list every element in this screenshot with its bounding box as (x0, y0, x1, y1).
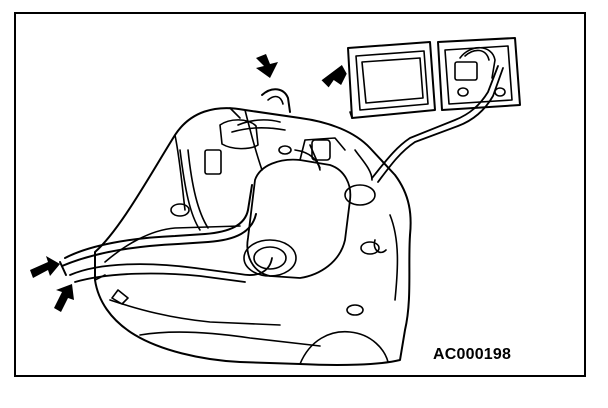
figure-reference-code: AC000198 (433, 346, 512, 363)
fuel-lines (59, 88, 291, 283)
fuel-pump-module (204, 119, 376, 279)
connector-box (347, 37, 521, 119)
arrow-icon (30, 54, 347, 312)
figure-frame (14, 12, 586, 377)
harness-wire (371, 65, 504, 183)
